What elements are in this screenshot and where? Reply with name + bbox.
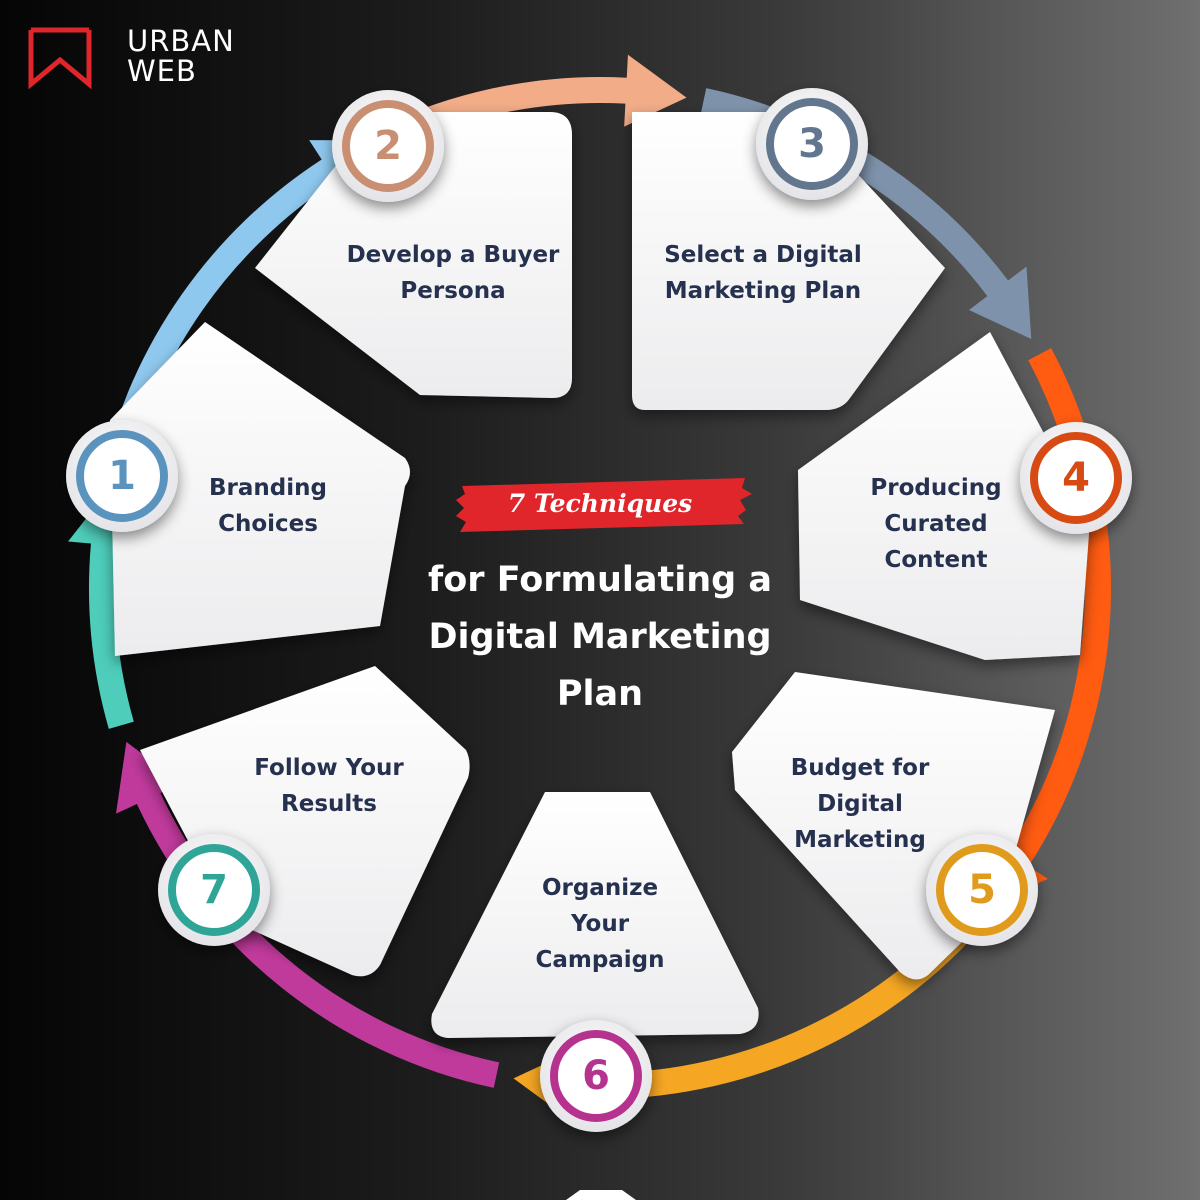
circle-ring-6 <box>550 1030 642 1122</box>
brand-line-2: WEB <box>127 54 197 88</box>
step-6-number: 6 <box>582 1053 610 1099</box>
step-2-label: Develop a Buyer Persona <box>346 242 560 304</box>
step-6-label: Organize Your Campaign <box>535 875 665 973</box>
step-card-6 <box>431 792 759 1038</box>
bottom-logo-icon <box>566 1190 636 1200</box>
circle-ring-3 <box>766 98 858 190</box>
step-4-number: 4 <box>1062 455 1090 501</box>
step-7-number: 7 <box>200 867 228 913</box>
circle-ring-5 <box>936 844 1028 936</box>
banner-graphic <box>456 478 752 532</box>
circle-ring-7 <box>168 844 260 936</box>
step-card-1 <box>110 322 410 656</box>
number-circles <box>66 88 1132 1132</box>
step-card-2 <box>255 112 572 398</box>
bottom-logo-fragment <box>566 1190 636 1200</box>
step-card-4 <box>798 332 1090 660</box>
brand-line-1: URBAN <box>127 24 235 58</box>
step-4-label: Producing Curated Content <box>870 475 1002 573</box>
step-card-3 <box>632 112 945 410</box>
step-5-number: 5 <box>968 867 996 913</box>
main-title-line-2: Digital Marketing <box>428 617 772 657</box>
circle-ring-2 <box>342 100 434 192</box>
arrow-2 <box>392 54 687 145</box>
step-7-label: Follow Your Results <box>254 755 404 817</box>
circle-ring-4 <box>1030 432 1122 524</box>
step-2-number: 2 <box>374 123 402 169</box>
step-1-number: 1 <box>108 453 136 499</box>
main-title-line-1: for Formulating a <box>427 560 773 600</box>
logo-mark <box>28 27 92 90</box>
logo-w-icon <box>28 30 92 90</box>
step-3-number: 3 <box>798 121 826 167</box>
main-title: for Formulating a Digital Marketing Plan <box>380 552 820 723</box>
brand-logo: URBAN WEB <box>30 26 234 90</box>
banner-title: 7 Techniques <box>507 489 693 518</box>
step-3-label: Select a Digital Marketing Plan <box>664 242 862 304</box>
circle-ring-1 <box>76 430 168 522</box>
step-5-label: Budget for Digital Marketing <box>790 755 930 853</box>
banner-brush <box>456 478 752 532</box>
main-title-line-3: Plan <box>556 674 644 714</box>
step-1-label: Branding Choices <box>209 475 327 537</box>
